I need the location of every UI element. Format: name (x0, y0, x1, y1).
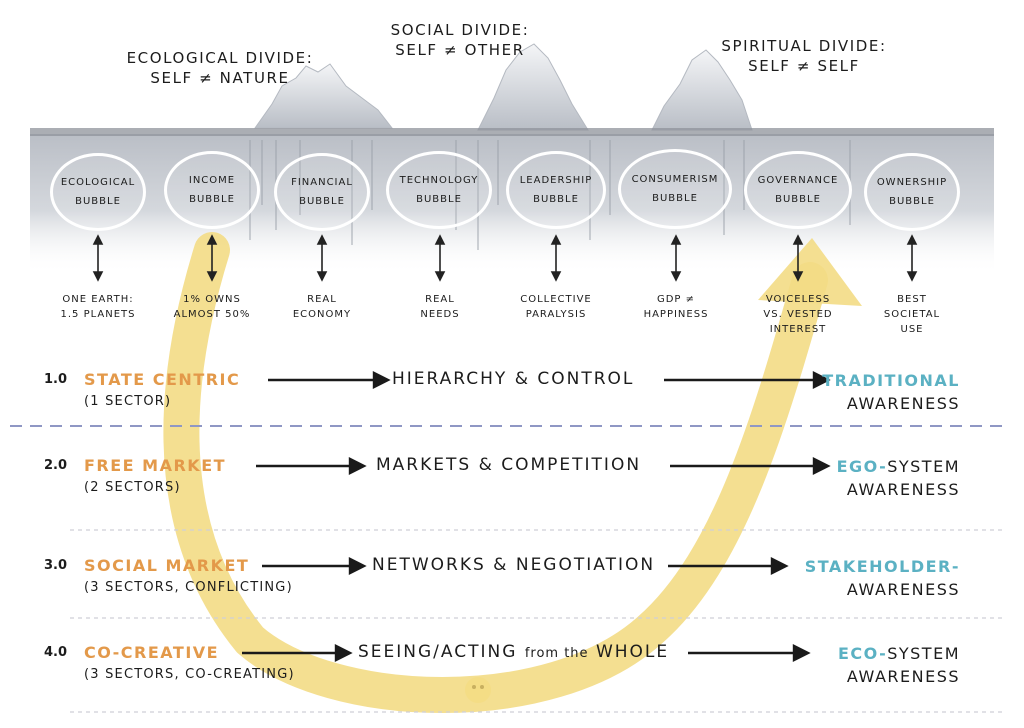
issue-line: Interest (769, 324, 827, 335)
mode-label: State Centric (84, 370, 241, 389)
ecological-divide-title: Ecological Divide: (126, 49, 314, 67)
sectors-label: (1 Sector) (84, 394, 172, 409)
row-dividers (10, 425, 1004, 713)
bubble-line1: Governance (757, 175, 839, 186)
spiritual-divide-title: Spiritual Divide: (721, 37, 887, 55)
iceberg-peaks (254, 43, 753, 131)
sectors-label: (2 Sectors) (84, 480, 181, 495)
issue-ownership: Best Societal Use (857, 292, 967, 337)
social-divide-title: Social Divide: (390, 21, 530, 39)
awareness-accent: Traditional (822, 371, 960, 390)
social-divide-sub: Self ≠ Other (395, 41, 525, 59)
mechanism-label: Hierarchy & Control (392, 369, 635, 389)
issue-line: Collective (520, 294, 592, 305)
awareness-line2: Awareness (846, 480, 960, 499)
bubble-line1: Ownership (876, 177, 948, 188)
mechanism-label: Markets & Competition (376, 455, 642, 475)
mechanism-main: Seeing/Acting (358, 642, 518, 662)
mechanism-label: Networks & Negotiation (372, 555, 656, 575)
bubble-governance: GovernanceBubble (744, 151, 852, 229)
bubble-line2: Bubble (75, 196, 121, 207)
issue-ecological: One Earth: 1.5 Planets (43, 292, 153, 322)
bubble-line1: Ecological (60, 177, 136, 188)
bubble-leadership: LeadershipBubble (506, 151, 606, 229)
row-arrows (242, 371, 831, 662)
issue-consumerism: GDP ≠ Happiness (621, 292, 731, 322)
awareness-rest: System (887, 644, 960, 663)
bubble-line2: Bubble (416, 194, 462, 205)
bubble-income: IncomeBubble (164, 151, 260, 229)
issue-technology: Real Needs (385, 292, 495, 322)
bubble-line1: Technology (399, 175, 479, 186)
bubble-financial: FinancialBubble (274, 153, 370, 231)
awareness-line2: Awareness (846, 580, 960, 599)
issue-line: One Earth: (62, 294, 134, 305)
bubble-technology: TechnologyBubble (386, 151, 492, 229)
issue-line: Best (897, 294, 927, 305)
version-label: 1.0 (44, 372, 68, 387)
spiritual-divide-label: Spiritual Divide: Self ≠ Self (706, 36, 902, 76)
awareness-line2: Awareness (846, 667, 960, 686)
issue-income: 1% owns almost 50% (157, 292, 267, 322)
issue-financial: Real Economy (267, 292, 377, 322)
bubble-line2: Bubble (889, 196, 935, 207)
mechanism-lower: from the (524, 646, 589, 661)
bubble-line2: Bubble (299, 196, 345, 207)
mechanism-label: Seeing/Acting from the Whole (358, 642, 669, 662)
social-divide-label: Social Divide: Self ≠ Other (380, 20, 540, 60)
spiritual-divide-sub: Self ≠ Self (748, 57, 860, 75)
issue-line: vs. Vested (763, 309, 833, 320)
issue-line: 1.5 Planets (60, 309, 136, 320)
issue-line: Voiceless (765, 294, 831, 305)
awareness-label: Stakeholder- Awareness (805, 555, 960, 601)
version-label: 4.0 (44, 645, 68, 660)
awareness-rest: System (887, 457, 960, 476)
bubble-ecological: EcologicalBubble (50, 153, 146, 231)
bubble-line1: Consumerism (631, 174, 719, 185)
awareness-line2: Awareness (846, 394, 960, 413)
issue-line: Paralysis (525, 309, 587, 320)
awareness-accent: Stakeholder- (804, 557, 960, 576)
issue-line: almost 50% (173, 309, 251, 320)
sectors-label: (3 Sectors, Conflicting) (84, 580, 293, 595)
bubble-line1: Financial (291, 177, 353, 188)
issue-line: 1% owns (183, 294, 241, 305)
mechanism-suffix: Whole (595, 642, 670, 662)
bubble-consumerism: ConsumerismBubble (618, 149, 732, 229)
bubble-ownership: OwnershipBubble (864, 153, 960, 231)
issue-line: GDP ≠ (656, 294, 696, 305)
sectors-label: (3 Sectors, Co-Creating) (84, 667, 295, 682)
awareness-accent: Eco- (838, 644, 888, 663)
awareness-label: Eco-System Awareness (838, 642, 960, 688)
ecological-divide-sub: Self ≠ Nature (150, 69, 290, 87)
mode-label: Free Market (84, 456, 227, 475)
ecological-divide-label: Ecological Divide: Self ≠ Nature (120, 48, 320, 88)
issue-governance: Voiceless vs. Vested Interest (743, 292, 853, 337)
bubble-line2: Bubble (652, 193, 698, 204)
issue-line: Economy (292, 309, 352, 320)
mode-label: Co-Creative (84, 643, 220, 662)
version-label: 2.0 (44, 458, 68, 473)
issue-line: Use (900, 324, 924, 335)
awareness-label: Ego-System Awareness (837, 455, 960, 501)
issue-line: Real (307, 294, 337, 305)
bubble-line2: Bubble (533, 194, 579, 205)
issue-line: Real (425, 294, 455, 305)
issue-leadership: Collective Paralysis (501, 292, 611, 322)
awareness-label: Traditional Awareness (822, 369, 960, 415)
bubble-line2: Bubble (775, 194, 821, 205)
mode-label: Social Market (84, 556, 250, 575)
version-label: 3.0 (44, 558, 68, 573)
issue-line: Societal (883, 309, 941, 320)
bubble-line2: Bubble (189, 194, 235, 205)
bubble-line1: Income (188, 175, 236, 186)
bubble-issue-arrows (92, 234, 918, 282)
bubble-line1: Leadership (519, 175, 593, 186)
awareness-accent: Ego- (836, 457, 888, 476)
u-turn-arrow (163, 232, 862, 713)
issue-line: Happiness (643, 309, 709, 320)
issue-line: Needs (420, 309, 460, 320)
